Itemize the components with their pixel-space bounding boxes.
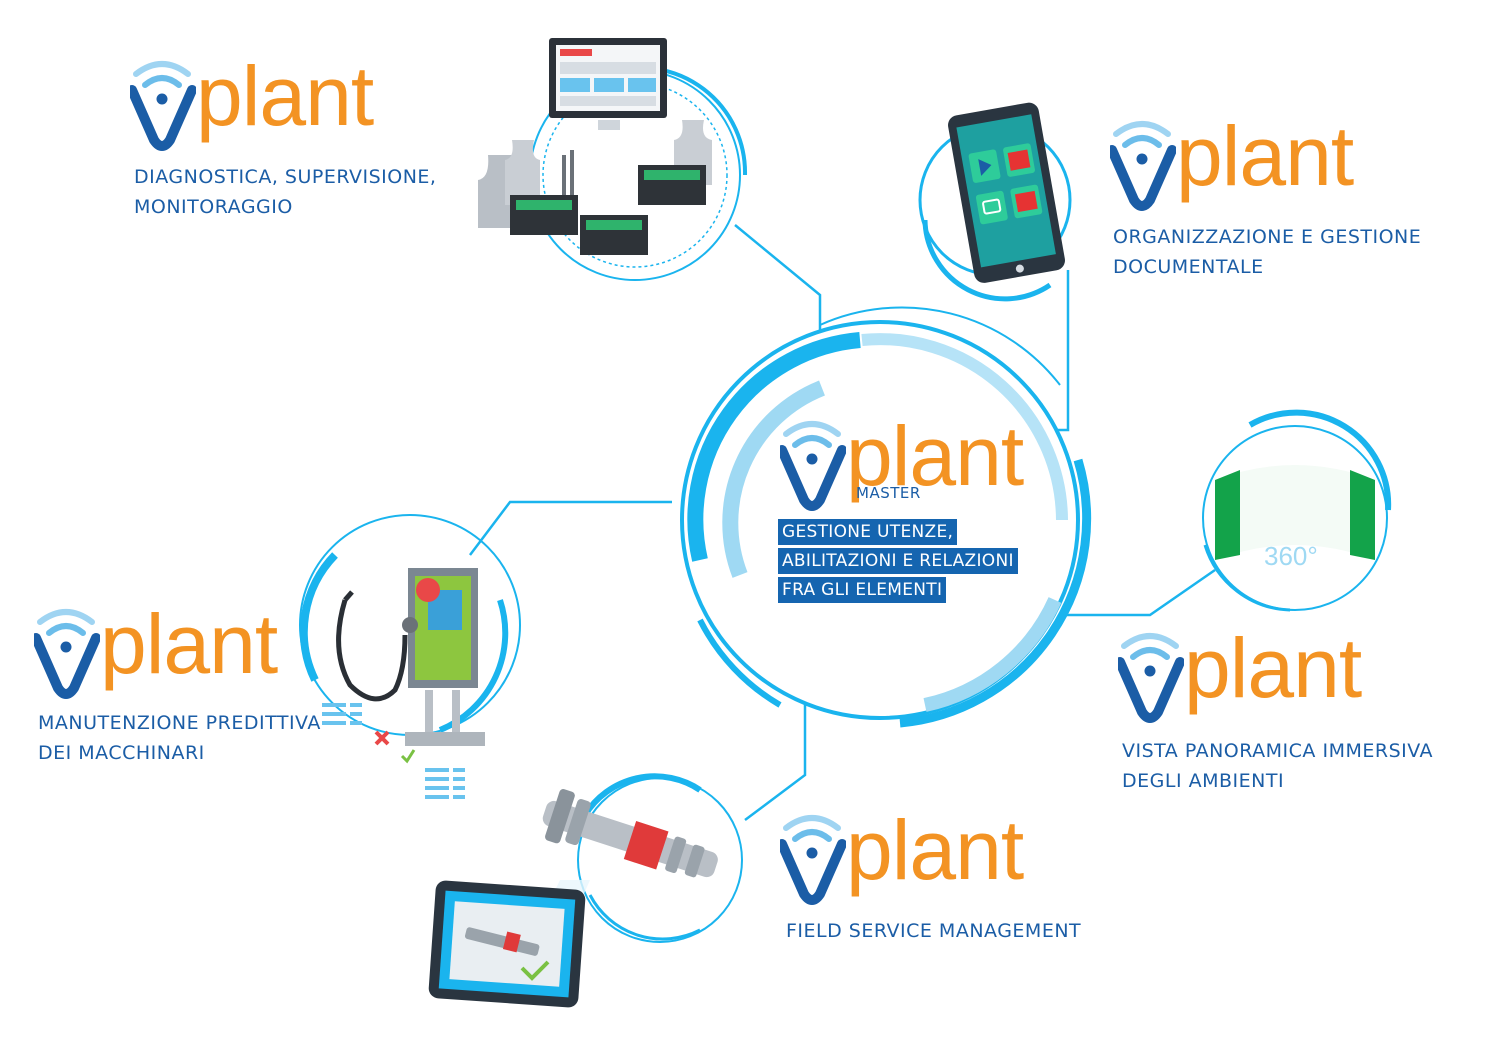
logo-wordmark: plant (196, 49, 374, 143)
connector-field-service (744, 695, 807, 821)
caption-maintenance: MANUTENZIONE PREDITTIVA DEI MACCHINARI (38, 708, 321, 768)
vplant-logo-panoramic: plant (1118, 626, 1398, 720)
caption-line: DEGLI AMBIENTI (1122, 770, 1285, 792)
shaft-tablet-icon (428, 773, 743, 1008)
caption-documents: ORGANIZZAZIONE E GESTIONE DOCUMENTALE (1113, 222, 1421, 282)
caption-line: MANUTENZIONE PREDITTIVA (38, 712, 321, 734)
stethoscope-cabinet-icon (299, 514, 521, 799)
caption-line: DIAGNOSTICA, SUPERVISIONE, (134, 166, 437, 188)
master-line: ABILITAZIONI E RELAZIONI (778, 548, 1018, 574)
logo-wordmark: plant (1176, 109, 1354, 203)
logo-wordmark: plant (846, 409, 1024, 503)
master-subtitle: MASTER (856, 484, 921, 502)
caption-line: ORGANIZZAZIONE E GESTIONE (1113, 226, 1422, 248)
tablet-documents-icon (918, 102, 1072, 302)
connector-diagnostics (734, 224, 822, 345)
caption-diagnostics: DIAGNOSTICA, SUPERVISIONE, MONITORAGGIO (134, 162, 436, 222)
caption-line: FIELD SERVICE MANAGEMENT (786, 920, 1082, 942)
logo-wordmark: plant (1184, 621, 1362, 715)
caption-line: VISTA PANORAMICA IMMERSIVA (1122, 740, 1434, 762)
panorama-360-icon: 360° (1202, 409, 1392, 612)
connector-maintenance (469, 500, 672, 556)
vplant-logo-documents: plant (1110, 114, 1390, 208)
vplant-logo-diagnostics: plant (130, 54, 410, 148)
logo-wordmark: plant (100, 597, 278, 691)
caption-field-service: FIELD SERVICE MANAGEMENT (786, 916, 1081, 946)
central-hub (680, 306, 1092, 728)
vplant-wifi-v-icon (130, 58, 196, 152)
industrial-plant-monitor-icon (478, 38, 748, 281)
master-description: GESTIONE UTENZE, ABILITAZIONI E RELAZION… (778, 519, 1018, 606)
caption-line: DEI MACCHINARI (38, 742, 205, 764)
caption-line: MONITORAGGIO (134, 196, 293, 218)
vplant-logo-maintenance: plant (34, 602, 314, 696)
vplant-wifi-v-icon (1118, 630, 1184, 724)
caption-line: DOCUMENTALE (1113, 256, 1264, 278)
vplant-wifi-v-icon (1110, 118, 1176, 212)
connector-panoramic (1065, 568, 1216, 617)
vplant-logo-field-service: plant (780, 808, 1060, 902)
vplant-wifi-v-icon (780, 812, 846, 906)
vplant-wifi-v-icon (780, 418, 846, 512)
vplant-wifi-v-icon (34, 606, 100, 700)
master-line: GESTIONE UTENZE, (778, 519, 958, 545)
logo-wordmark: plant (846, 803, 1024, 897)
vplant-logo-master: plant (780, 414, 1060, 508)
master-line: FRA GLI ELEMENTI (778, 577, 947, 603)
caption-panoramic: VISTA PANORAMICA IMMERSIVA DEGLI AMBIENT… (1122, 736, 1433, 796)
panorama-badge: 360° (1264, 541, 1318, 571)
